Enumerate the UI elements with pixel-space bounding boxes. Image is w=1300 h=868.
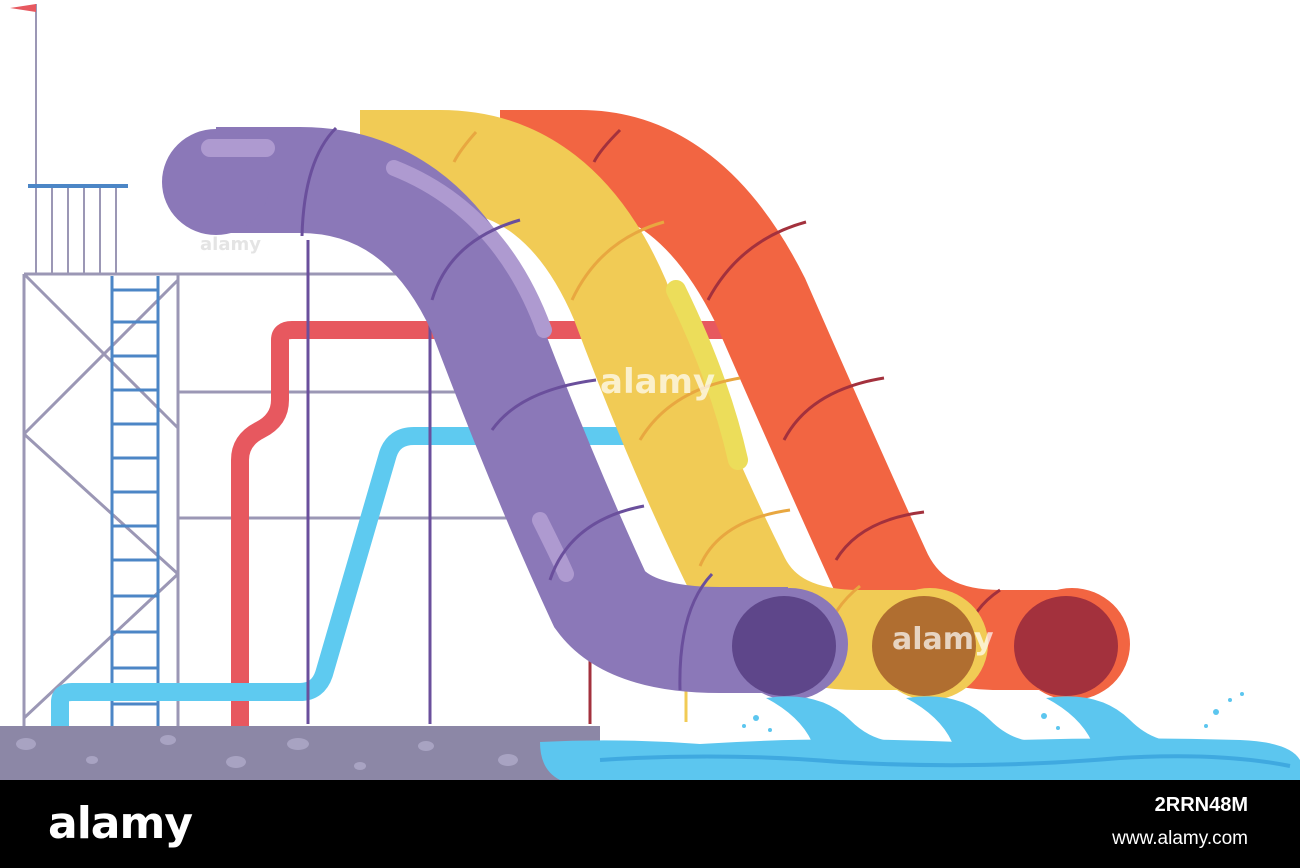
pool-ripple — [599, 754, 1291, 768]
water-splashes — [742, 692, 1244, 742]
brand-logo: alamy — [48, 798, 193, 849]
water-slide-svg — [0, 4, 1300, 780]
flag-icon — [10, 4, 36, 12]
pool-water — [540, 738, 1300, 780]
ladder — [110, 276, 160, 726]
water-slide-illustration: alamy alamy alamy — [0, 4, 1300, 780]
site-url: www.alamy.com — [1112, 828, 1248, 849]
ground-stones — [16, 735, 518, 770]
red-pipe — [231, 321, 740, 728]
purple-slide — [162, 126, 848, 700]
image-id: 2RRN48M — [1154, 794, 1248, 816]
blue-pipe — [51, 427, 640, 728]
ground — [0, 726, 600, 780]
support-poles — [306, 240, 688, 724]
top-railing — [28, 184, 128, 274]
stock-footer-bar: alamy 2RRN48M www.alamy.com — [0, 780, 1300, 868]
